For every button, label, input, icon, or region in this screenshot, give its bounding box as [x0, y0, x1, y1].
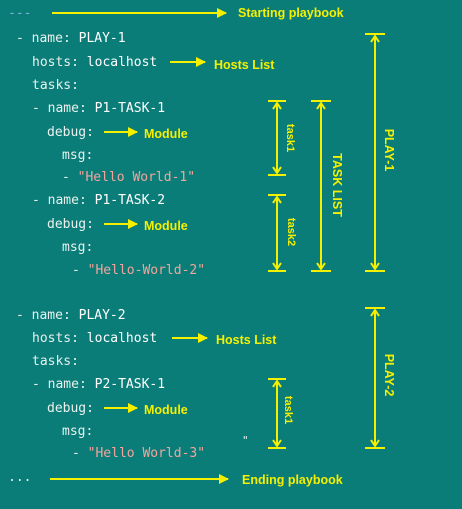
p1-task2-msg-value: "Hello-World-2" [87, 263, 206, 278]
starting-playbook-label: Starting playbook [238, 6, 344, 20]
p1-task2-msg-value-line: - "Hello-World-2" [72, 263, 205, 279]
p2-task1-bracket [268, 378, 286, 449]
p2-task1-module-label: Module [144, 403, 188, 417]
task-list-label: TASK LIST [330, 151, 344, 219]
p1-task2-name-value: P1-TASK-2 [94, 193, 166, 208]
p2-task1-msg-line: msg: [62, 424, 93, 440]
p1-task2-debug-key: debug: [47, 217, 94, 232]
play1-tasks-key: tasks: [32, 78, 79, 93]
p1-task1-msg-line: msg: [62, 148, 93, 164]
play1-name-key: - name: [16, 31, 71, 46]
p1-task2-msg-key: msg: [62, 240, 94, 255]
p1-task1-msg-value-line: - "Hello World-1" [62, 170, 195, 186]
p2-task1-label: task1 [281, 393, 295, 427]
task1-label: task1 [283, 121, 297, 155]
p1-task1-msg-dash: - [62, 170, 70, 185]
p1-task2-module-label: Module [144, 219, 188, 233]
p2-task1-debug-line: debug: [47, 401, 94, 417]
play2-bracket [365, 307, 385, 449]
end-marker: ... [8, 470, 32, 485]
play1-bracket [365, 33, 385, 272]
play1-label: PLAY-1 [382, 126, 396, 174]
ending-playbook-label: Ending playbook [242, 473, 343, 487]
play1-hosts-list-label: Hosts List [214, 58, 275, 72]
play2-tasks-line: tasks: [32, 354, 79, 370]
p2-task1-name-key: - name: [32, 377, 87, 392]
p1-task1-msg-value: "Hello World-1" [77, 170, 196, 185]
play2-hosts-value: localhost [86, 331, 158, 346]
p1-task1-debug-key: debug: [47, 125, 94, 140]
p1-task1-module-label: Module [144, 127, 188, 141]
p2-task1-name-line: - name: P2-TASK-1 [32, 377, 165, 393]
p2-task1-msg-dash: - [72, 446, 80, 461]
p1-task2-name-line: - name: P1-TASK-2 [32, 193, 165, 209]
p1-task2-debug-line: debug: [47, 217, 94, 233]
p2-task1-msg-key: msg: [62, 424, 94, 439]
play1-hosts-key: hosts: [32, 55, 79, 70]
p2-task1-debug-key: debug: [47, 401, 94, 416]
p1-task1-msg-key: msg: [62, 148, 94, 163]
start-marker: --- [8, 6, 32, 21]
p2-task1-msg-value: "Hello World-3" [87, 446, 206, 461]
play1-tasks-line: tasks: [32, 78, 79, 94]
play2-hosts-list-label: Hosts List [216, 333, 277, 347]
play2-tasks-key: tasks: [32, 354, 79, 369]
task1-bracket [268, 100, 286, 176]
p1-task1-name-line: - name: P1-TASK-1 [32, 101, 165, 117]
p1-task2-msg-dash: - [72, 263, 80, 278]
play2-hosts-key: hosts: [32, 331, 79, 346]
p1-task1-debug-line: debug: [47, 125, 94, 141]
p1-task1-name-value: P1-TASK-1 [94, 101, 166, 116]
play1-hosts-line: hosts: localhost [32, 55, 157, 71]
play1-hosts-value: localhost [86, 55, 158, 70]
play2-name-key: - name: [16, 308, 71, 323]
play2-label: PLAY-2 [382, 351, 396, 399]
p1-task2-msg-line: msg: [62, 240, 93, 256]
task2-bracket [268, 194, 286, 272]
play2-name-line: - name: PLAY-2 [16, 308, 126, 324]
task2-label: task2 [284, 215, 298, 249]
play1-name-value: PLAY-1 [78, 31, 126, 46]
play2-name-value: PLAY-2 [78, 308, 126, 323]
p1-task1-name-key: - name: [32, 101, 87, 116]
p2-task1-name-value: P2-TASK-1 [94, 377, 166, 392]
p2-task1-msg-value-line: - "Hello World-3" [72, 446, 205, 462]
task-list-bracket [311, 100, 331, 272]
play1-name-line: - name: PLAY-1 [16, 31, 126, 47]
p1-task2-name-key: - name: [32, 193, 87, 208]
stray-mark: " [242, 434, 249, 447]
play2-hosts-line: hosts: localhost [32, 331, 157, 347]
